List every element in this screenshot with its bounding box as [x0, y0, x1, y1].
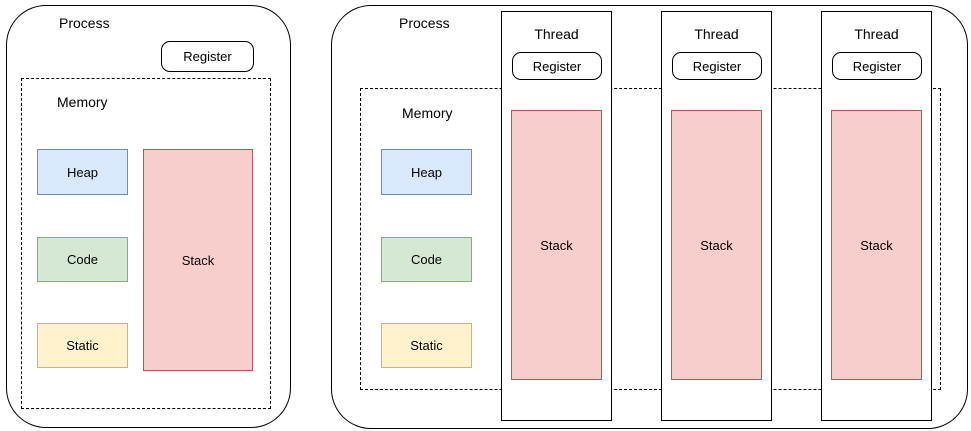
thread-stack-box: Stack [831, 110, 922, 380]
code-box: Code [37, 237, 128, 282]
thread-label: Thread [534, 26, 579, 42]
thread-label: Thread [854, 26, 899, 42]
heap-label: Heap [410, 164, 443, 180]
register-label: Register [183, 49, 232, 64]
heap-label: Heap [66, 164, 99, 180]
static-label: Static [66, 338, 99, 353]
heap-box: Heap [37, 149, 128, 195]
thread-register-box: Register [672, 52, 762, 80]
multi-thread-process-box: Process Memory Heap Code Static Thread R… [331, 5, 968, 429]
thread-label: Thread [694, 26, 739, 42]
stack-label: Stack [540, 237, 573, 253]
thread-box-1: Thread Register Stack [501, 11, 612, 421]
register-box: Register [161, 41, 254, 72]
thread-stack-box: Stack [511, 110, 602, 380]
stack-label: Stack [700, 237, 733, 253]
single-thread-process-box: Process Register Memory Heap Code Static… [6, 5, 291, 428]
code-label: Code [410, 252, 443, 267]
static-box: Static [381, 323, 472, 368]
heap-box: Heap [381, 149, 472, 195]
thread-register-box: Register [512, 52, 602, 80]
process-label: Process [399, 15, 450, 31]
thread-box-3: Thread Register Stack [821, 11, 932, 421]
thread-stack-box: Stack [671, 110, 762, 380]
code-label: Code [66, 252, 99, 267]
stack-box: Stack [143, 149, 253, 371]
memory-label: Memory [402, 105, 453, 121]
static-label: Static [410, 338, 443, 353]
memory-box: Memory Heap Code Static [360, 88, 941, 390]
stack-label: Stack [860, 237, 893, 253]
stack-label: Stack [181, 252, 215, 268]
thread-register-box: Register [832, 52, 922, 80]
thread-box-2: Thread Register Stack [661, 11, 772, 421]
memory-box: Memory Heap Code Static Stack [21, 78, 271, 409]
static-box: Static [37, 323, 128, 368]
code-box: Code [381, 237, 472, 282]
register-label: Register [852, 58, 902, 74]
memory-label: Memory [57, 94, 108, 110]
register-label: Register [692, 58, 742, 74]
process-label: Process [59, 15, 110, 31]
register-label: Register [532, 58, 582, 74]
